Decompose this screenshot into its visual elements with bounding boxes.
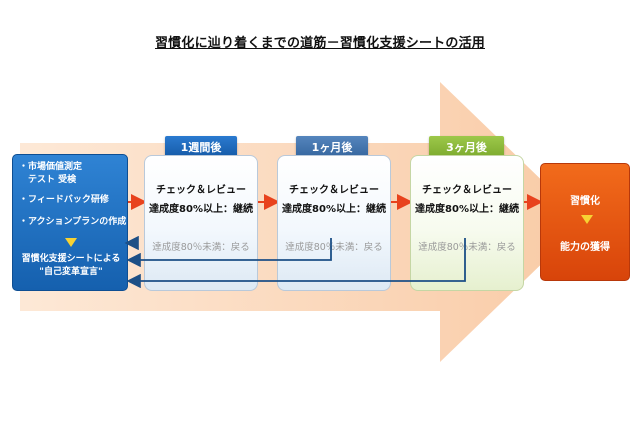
declaration-line2: "自己変革宣言"	[39, 267, 103, 277]
tab-1week: 1週間後	[165, 136, 237, 159]
pass-criteria: 達成度80%以上：継続	[415, 204, 519, 215]
check-review-label: チェック＆レビュー	[422, 185, 512, 196]
start-item-action-plan: ・アクションプランの作成	[19, 217, 127, 227]
return-arrow-icon	[126, 238, 332, 268]
pass-criteria: 達成度80%以上：継続	[149, 204, 253, 215]
diagram-title: 習慣化に辿り着くまでの道筋－習慣化支援シートの活用	[154, 36, 485, 51]
check-review-label: チェック＆レビュー	[156, 185, 246, 196]
down-triangle-icon	[581, 215, 593, 224]
tab-1month: 1ヶ月後	[296, 136, 368, 159]
pass-criteria: 達成度80%以上：継続	[282, 204, 386, 215]
fail-criteria: 達成度80％未満：戻る	[418, 242, 516, 253]
check-review-label: チェック＆レビュー	[289, 185, 379, 196]
start-item-test-exam: テスト 受検	[19, 175, 77, 185]
stage-box-1month: チェック＆レビュー 達成度80%以上：継続 達成度80％未満：戻る	[277, 155, 391, 291]
tab-3months: 3ヶ月後	[429, 136, 504, 159]
end-habit-label: 習慣化	[570, 196, 600, 207]
end-ability-label: 能力の獲得	[560, 242, 610, 253]
down-triangle-icon	[65, 238, 77, 247]
start-item-feedback: ・フィードバック研修	[19, 195, 109, 205]
fail-criteria: 達成度80％未満：戻る	[152, 242, 250, 253]
end-box: 習慣化 能力の獲得	[540, 163, 630, 281]
fail-criteria: 達成度80％未満：戻る	[285, 242, 383, 253]
stage-box-3months: チェック＆レビュー 達成度80%以上：継続 達成度80％未満：戻る	[410, 155, 524, 291]
declaration-line1: 習慣化支援シートによる	[21, 254, 121, 264]
stage-box-1week: チェック＆レビュー 達成度80%以上：継続 達成度80％未満：戻る	[144, 155, 258, 291]
start-box: ・市場価値測定 テスト 受検 ・フィードバック研修 ・アクションプランの作成 習…	[12, 154, 128, 291]
return-arrow-icon	[126, 238, 466, 289]
start-item-market-test: ・市場価値測定	[19, 162, 83, 172]
